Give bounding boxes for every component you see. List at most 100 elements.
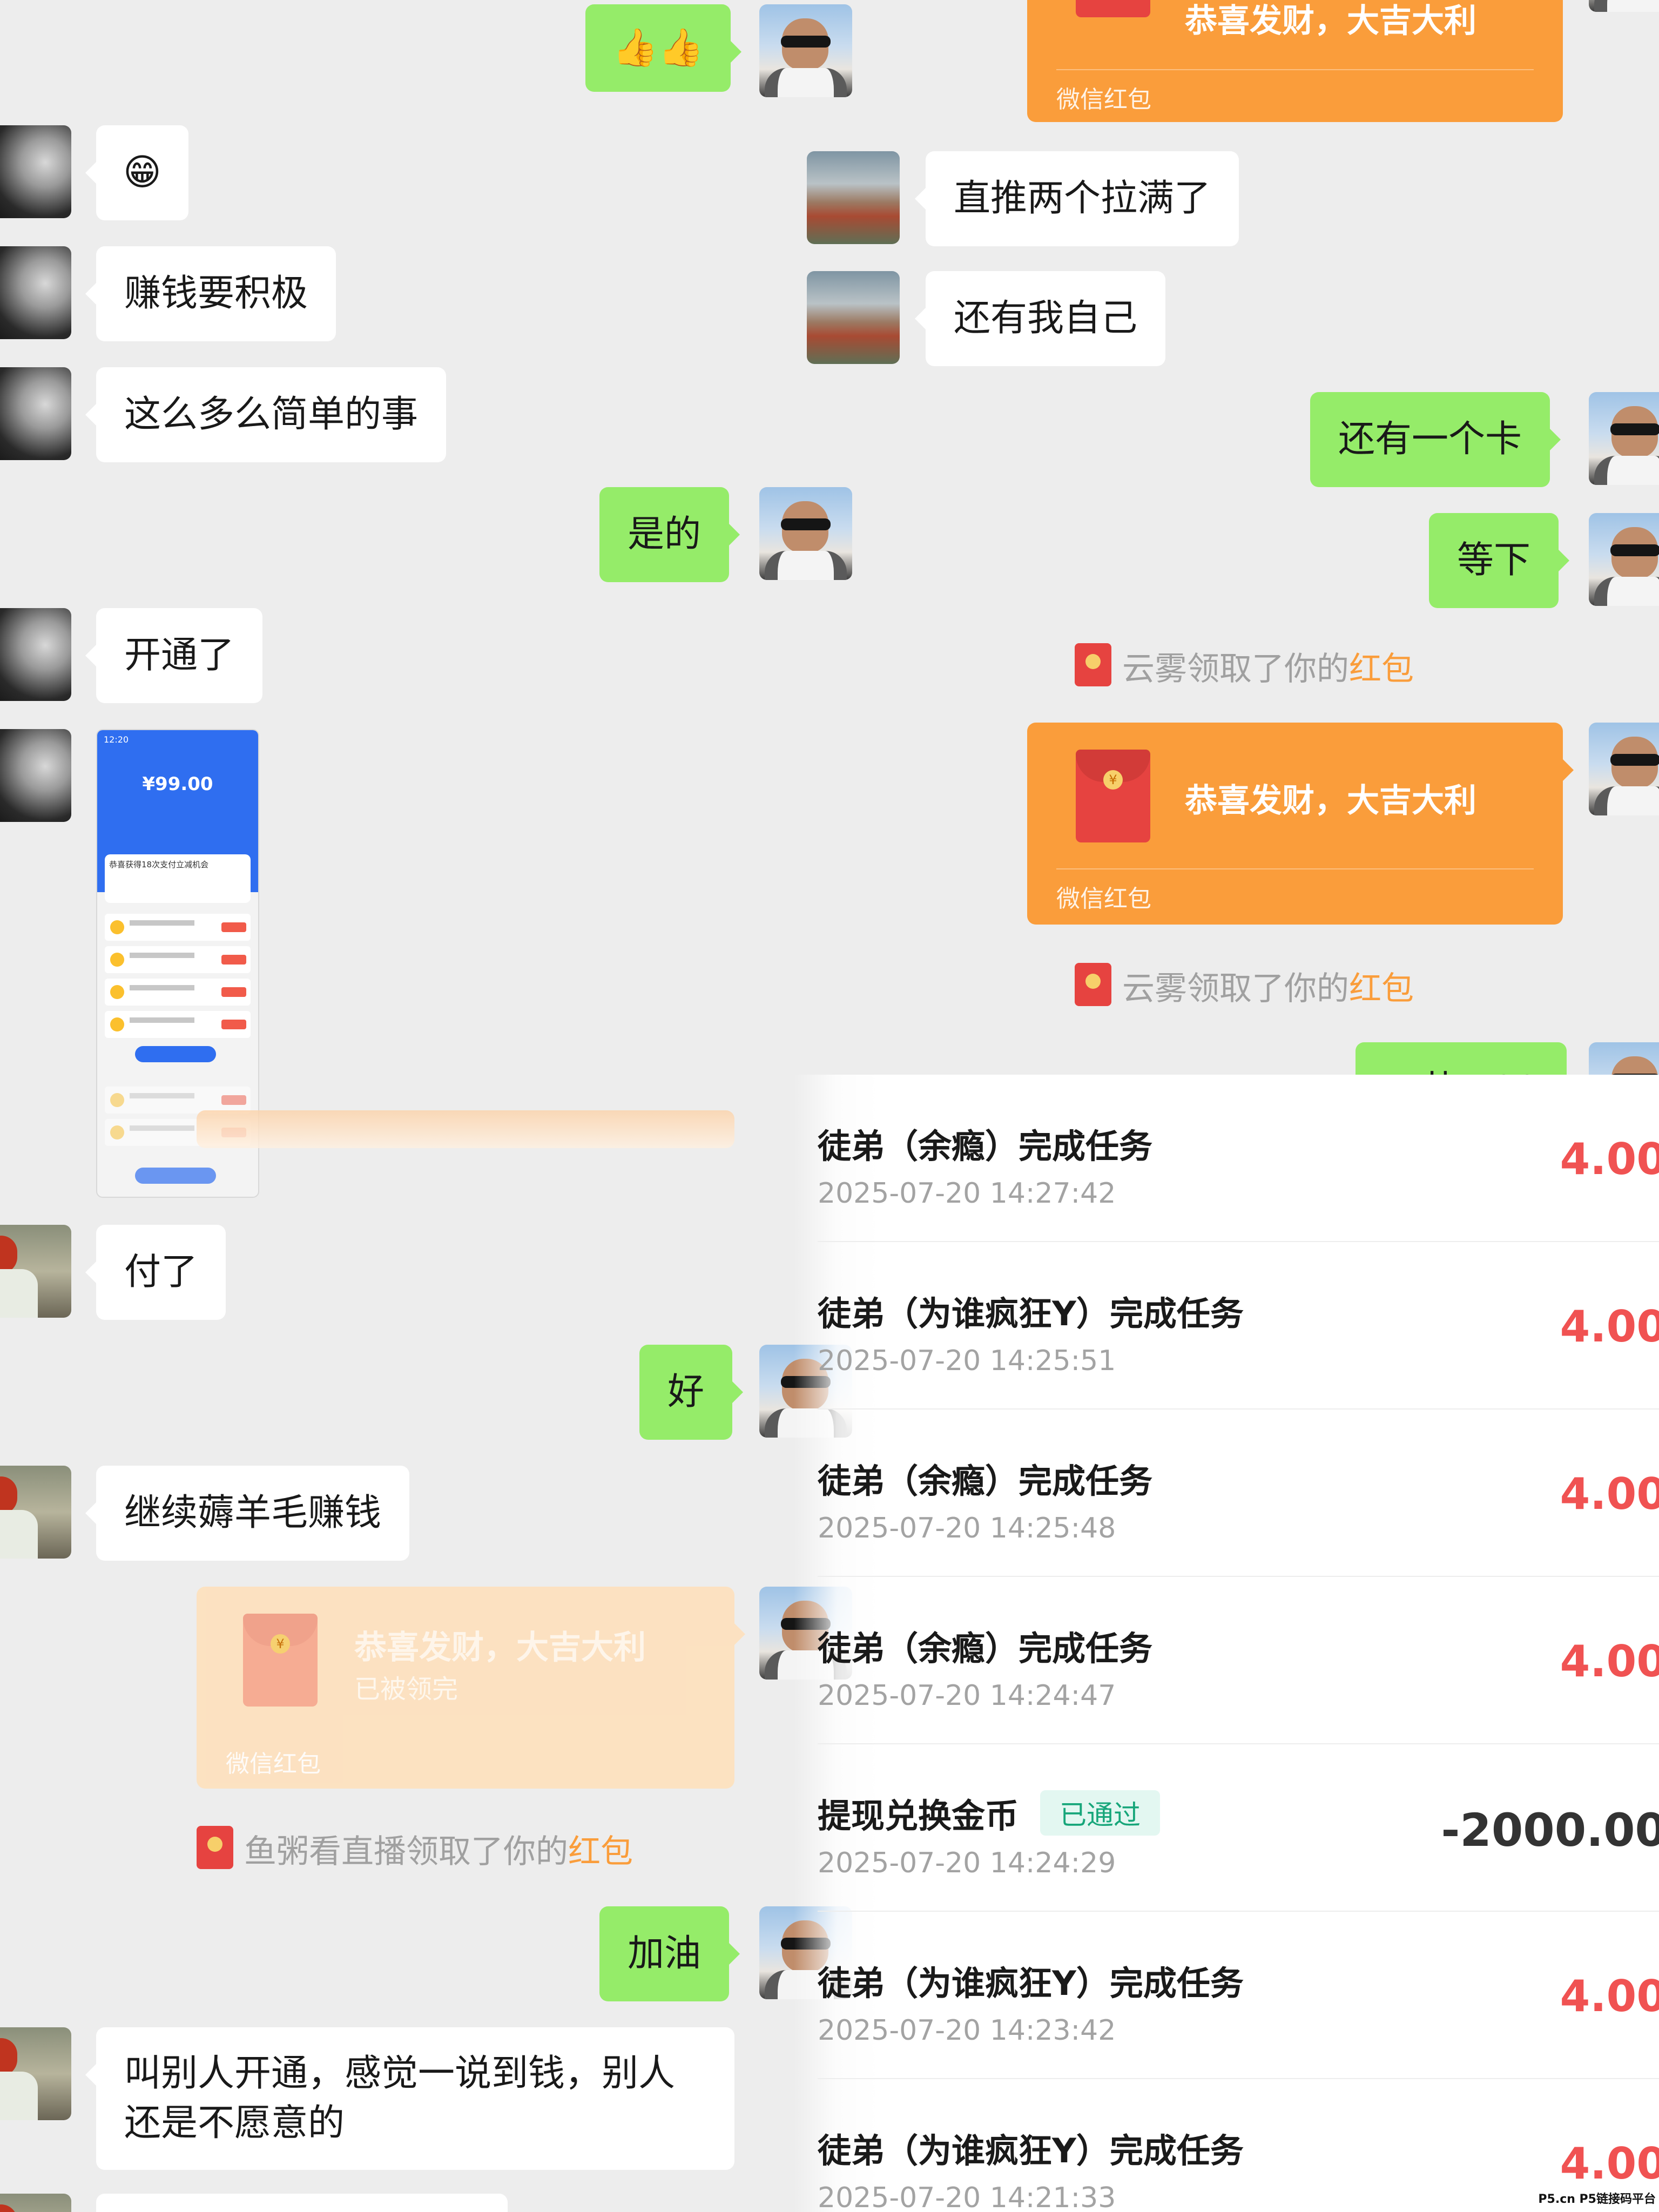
ledger-item-title: 徒弟（余瘾）完成任务 bbox=[818, 1127, 1153, 1166]
red-packet-icon bbox=[1075, 643, 1111, 686]
ledger-divider bbox=[818, 2078, 1659, 2079]
red-envelope-icon: ¥ bbox=[243, 1614, 318, 1707]
ledger-divider bbox=[818, 1241, 1659, 1242]
self-avatar[interactable] bbox=[759, 4, 852, 97]
ledger-item-time: 2025-07-20 14:27:42 bbox=[818, 1177, 1116, 1210]
ledger-item-title: 徒弟（余瘾）完成任务 bbox=[818, 1461, 1153, 1501]
message-bubble[interactable]: 还有我自己 bbox=[914, 271, 1166, 366]
ledger-item-title: 徒弟（为谁疯狂Y）完成任务 bbox=[818, 1964, 1244, 2003]
message-bubble[interactable]: 付了 bbox=[85, 1225, 226, 1320]
packet-brand: 微信红包 bbox=[1056, 885, 1151, 913]
message-bubble[interactable]: 开通了 bbox=[85, 608, 263, 703]
ledger-item-amount: 4.00 bbox=[1560, 2139, 1659, 2189]
system-notice: 云雾领取了你的红包 bbox=[1075, 962, 1414, 1009]
contact-avatar[interactable] bbox=[807, 151, 900, 244]
contact-avatar[interactable] bbox=[0, 2194, 71, 2212]
red-packet-claimed[interactable]: ¥ 恭喜发财，大吉大利 已被领完 微信红包 bbox=[197, 1587, 745, 1789]
ledger-item-amount: -2000.00 bbox=[1441, 1804, 1659, 1857]
screenshot-button bbox=[135, 1168, 216, 1184]
self-avatar[interactable] bbox=[759, 487, 852, 580]
contact-avatar[interactable] bbox=[0, 367, 71, 460]
screenshot-row bbox=[105, 946, 251, 973]
contact-avatar[interactable] bbox=[0, 2027, 71, 2120]
red-packet-icon bbox=[197, 1826, 233, 1869]
ledger-item-time: 2025-07-20 14:25:51 bbox=[818, 1345, 1116, 1377]
ledger-item-amount: 4.00 bbox=[1560, 1301, 1659, 1352]
ledger-item-title-row: 提现兑换金币已通过 bbox=[818, 1789, 1161, 1837]
status-badge: 已通过 bbox=[1040, 1790, 1161, 1836]
screenshot-row bbox=[105, 979, 251, 1006]
system-notice: 鱼粥看直播领取了你的红包 bbox=[197, 1825, 633, 1872]
message-bubble-partial[interactable] bbox=[96, 2194, 508, 2212]
screenshot-row bbox=[105, 1011, 251, 1038]
ledger-item-title: 徒弟（余瘾）完成任务 bbox=[818, 1629, 1153, 1668]
message-bubble[interactable]: 直推两个拉满了 bbox=[914, 151, 1239, 246]
red-packet[interactable]: ¥ 恭喜发财，大吉大利 微信红包 bbox=[1027, 723, 1574, 925]
packet-divider bbox=[1056, 868, 1534, 869]
screenshot-row bbox=[105, 1087, 251, 1114]
message-bubble-self[interactable]: 👍👍 bbox=[585, 4, 742, 92]
contact-avatar[interactable] bbox=[0, 1466, 71, 1559]
self-avatar[interactable] bbox=[1589, 723, 1659, 815]
ledger-item-amount: 4.00 bbox=[1560, 1636, 1659, 1687]
ledger-item[interactable]: 徒弟（为谁疯狂Y）完成任务 2025-07-20 14:25:51 4.00 bbox=[794, 1242, 1659, 1410]
message-bubble-self[interactable]: 加油 bbox=[599, 1906, 740, 2001]
packet-status: 已被领完 bbox=[354, 1674, 458, 1704]
ledger-item-amount: 4.00 bbox=[1560, 1971, 1659, 2021]
ledger-item[interactable]: 徒弟（余瘾）完成任务 2025-07-20 14:24:47 4.00 bbox=[794, 1577, 1659, 1744]
contact-avatar[interactable] bbox=[0, 608, 71, 701]
ledger-item-time: 2025-07-20 14:25:48 bbox=[818, 1512, 1116, 1545]
contact-avatar[interactable] bbox=[0, 125, 71, 218]
ledger-item-time: 2025-07-20 14:23:42 bbox=[818, 2014, 1116, 2047]
faded-packet-strip bbox=[197, 1110, 734, 1148]
message-bubble-self[interactable]: 等下 bbox=[1429, 513, 1570, 608]
packet-brand: 微信红包 bbox=[1056, 86, 1151, 113]
ledger-item-time: 2025-07-20 14:21:33 bbox=[818, 2182, 1116, 2212]
packet-wish: 恭喜发财，大吉大利 bbox=[354, 1629, 646, 1667]
packet-divider bbox=[1056, 69, 1534, 70]
packet-wish: 恭喜发财，大吉大利 bbox=[1185, 782, 1476, 820]
self-avatar[interactable] bbox=[1589, 513, 1659, 606]
red-packet-top[interactable]: ¥ 恭喜发财，大吉大利 微信红包 bbox=[1027, 0, 1563, 122]
message-bubble[interactable]: 叫别人开通，感觉一说到钱，别人还是不愿意的 bbox=[85, 2027, 734, 2170]
ledger-item-amount: 4.00 bbox=[1560, 1134, 1659, 1184]
ledger-item[interactable]: 徒弟（余瘾）完成任务 2025-07-20 14:27:42 4.00 bbox=[794, 1075, 1659, 1242]
packet-brand: 微信红包 bbox=[226, 1750, 321, 1778]
screenshot-button bbox=[135, 1046, 216, 1062]
message-bubble[interactable]: 😁 bbox=[85, 125, 188, 220]
ledger-item[interactable]: 提现兑换金币已通过 2025-07-20 14:24:29 -2000.00 bbox=[794, 1744, 1659, 1912]
message-bubble-self[interactable]: 是的 bbox=[599, 487, 740, 582]
message-bubble[interactable]: 这么多么简单的事 bbox=[85, 367, 447, 462]
ledger-item-time: 2025-07-20 14:24:29 bbox=[818, 1847, 1116, 1879]
ledger-item-amount: 4.00 bbox=[1560, 1469, 1659, 1519]
contact-avatar[interactable] bbox=[807, 271, 900, 364]
ledger-item-time: 2025-07-20 14:24:47 bbox=[818, 1680, 1116, 1712]
ledger-item-title: 徒弟（为谁疯狂Y）完成任务 bbox=[818, 2131, 1244, 2170]
screenshot-banner: 恭喜获得18次支付立减机会 bbox=[105, 854, 251, 903]
contact-avatar[interactable] bbox=[0, 1225, 71, 1318]
self-avatar[interactable] bbox=[1589, 0, 1659, 12]
red-envelope-icon: ¥ bbox=[1076, 0, 1150, 17]
message-bubble-self[interactable]: 还有一个卡 bbox=[1310, 392, 1561, 487]
red-envelope-icon: ¥ bbox=[1076, 750, 1150, 842]
system-notice: 云雾领取了你的红包 bbox=[1075, 643, 1414, 690]
message-bubble[interactable]: 赚钱要积极 bbox=[85, 246, 336, 341]
contact-avatar[interactable] bbox=[0, 729, 71, 822]
earnings-ledger-panel: 徒弟（余瘾）完成任务 2025-07-20 14:27:42 4.00 徒弟（为… bbox=[794, 1075, 1659, 2212]
ledger-item-title: 徒弟（为谁疯狂Y）完成任务 bbox=[818, 1294, 1244, 1333]
ledger-divider bbox=[818, 1576, 1659, 1577]
self-avatar[interactable] bbox=[1589, 392, 1659, 485]
ledger-item[interactable]: 徒弟（为谁疯狂Y）完成任务 2025-07-20 14:21:33 4.00 bbox=[794, 2079, 1659, 2212]
red-packet-icon bbox=[1075, 963, 1111, 1006]
watermark: P5.cn P5链接码平台 bbox=[1538, 2193, 1656, 2206]
ledger-item[interactable]: 徒弟（为谁疯狂Y）完成任务 2025-07-20 14:23:42 4.00 bbox=[794, 1912, 1659, 2079]
message-bubble-self[interactable]: 好 bbox=[639, 1345, 744, 1440]
ledger-divider bbox=[818, 1743, 1659, 1744]
screenshot-row bbox=[105, 914, 251, 941]
message-bubble[interactable]: 继续薅羊毛赚钱 bbox=[85, 1466, 410, 1561]
contact-avatar[interactable] bbox=[0, 246, 71, 339]
ledger-divider bbox=[818, 1408, 1659, 1410]
ledger-item[interactable]: 徒弟（余瘾）完成任务 2025-07-20 14:25:48 4.00 bbox=[794, 1410, 1659, 1577]
packet-wish: 恭喜发财，大吉大利 bbox=[1185, 2, 1476, 40]
ledger-item-title: 提现兑换金币 bbox=[818, 1796, 1019, 1836]
